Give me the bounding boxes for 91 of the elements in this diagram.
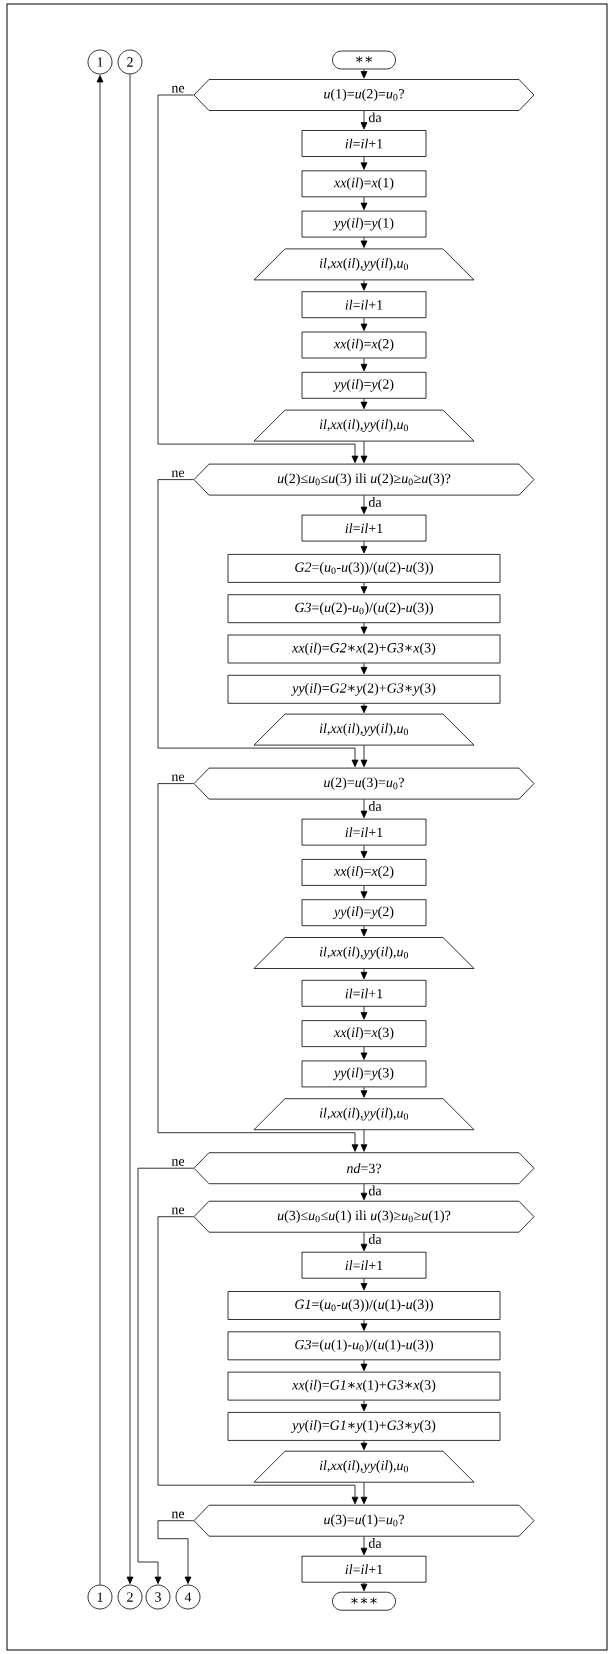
- arrow: [360, 196, 368, 211]
- arrow: [360, 885, 368, 899]
- arrow: [360, 1086, 368, 1098]
- arrow: [360, 1232, 368, 1252]
- arrow: [360, 582, 368, 594]
- arrow: [360, 622, 368, 634]
- arrow: [360, 1536, 368, 1556]
- decision-hexagon: u(2)=u(3)=u$_{0}$?: [193, 767, 535, 800]
- arrow: [360, 703, 368, 714]
- arrow: [157, 1520, 194, 1584]
- output-trapezoid: il,xx(il),yy(il),u$_{0}$: [253, 1450, 475, 1483]
- edge-label: ne: [170, 84, 186, 94]
- process-box: G1=(u$_{0}$-u(3))/(u(1)-u(3)): [227, 1291, 501, 1320]
- arrow: [157, 94, 359, 464]
- edge-label: ne: [170, 773, 186, 783]
- arrow: [360, 541, 368, 554]
- process-box: il=il+1: [301, 818, 427, 846]
- arrow: [360, 495, 368, 515]
- process-box: G3=(u(1)-u$_{0}$)/(u(1)-u(3)): [227, 1331, 501, 1361]
- arrow: [157, 479, 359, 768]
- arrow: [360, 968, 368, 980]
- process-box: il=il+1: [301, 979, 427, 1007]
- process-box: il=il+1: [301, 1251, 427, 1279]
- output-trapezoid: il,xx(il),yy(il),u$_{0}$: [253, 1098, 475, 1131]
- edge-label: da: [367, 800, 383, 812]
- arrow: [157, 783, 359, 1152]
- edge-label: da: [367, 1537, 383, 1549]
- arrow: [360, 1482, 368, 1505]
- arrow: [360, 745, 368, 768]
- edge-label: ne: [170, 1158, 186, 1167]
- process-box: xx(il)=x(2): [301, 859, 427, 886]
- process-box: xx(il)=x(3): [301, 1020, 427, 1047]
- arrow: [360, 925, 368, 937]
- decision-hexagon: u(3)≤u$_{0}$≤u(1) ili u(3)≥u$_{0}$≥u(1)?: [193, 1200, 535, 1233]
- process-box: il=il+1: [301, 291, 427, 319]
- decision-hexagon: u(1)=u(2)=u$_{0}$?: [193, 79, 535, 111]
- process-box: il=il+1: [301, 130, 427, 157]
- arrow: [360, 279, 368, 291]
- decision-hexagon: nd=3?: [193, 1152, 535, 1185]
- edge-label: da: [367, 1184, 383, 1197]
- arrow: [360, 317, 368, 331]
- edge-label: da: [367, 1233, 383, 1245]
- arrow: [360, 110, 368, 130]
- arrow: [360, 441, 368, 464]
- arrow: [360, 1582, 368, 1592]
- arrow: [360, 237, 368, 248]
- process-box: yy(il)=y(2): [301, 899, 427, 927]
- process-box: G3=(u(2)-u$_{0}$)/(u(2)-u(3)): [227, 594, 501, 624]
- process-box: il=il+1: [301, 1555, 427, 1583]
- arrow: [360, 156, 368, 170]
- arrow: [360, 398, 368, 410]
- edge-label: ne: [170, 1206, 186, 1216]
- arrow: [360, 1183, 368, 1201]
- output-trapezoid: il,xx(il),yy(il),u$_{0}$: [253, 409, 475, 442]
- process-box: xx(il)=G1∗x(1)+G3∗x(3): [227, 1371, 501, 1401]
- arrow: [360, 845, 368, 859]
- process-box: yy(il)=y(1): [301, 210, 427, 238]
- process-box: il=il+1: [301, 514, 427, 542]
- edge-label: ne: [170, 1510, 186, 1520]
- output-trapezoid: il,xx(il),yy(il),u$_{0}$: [253, 937, 475, 969]
- arrow: [360, 1006, 368, 1020]
- process-box: xx(il)=x(1): [301, 170, 427, 198]
- arrow: [157, 1216, 359, 1505]
- edge-label: ne: [170, 469, 186, 479]
- arrow: [360, 1046, 368, 1060]
- arrow: [96, 75, 104, 1585]
- process-box: yy(il)=y(3): [301, 1060, 427, 1088]
- arrow: [360, 1359, 368, 1372]
- decision-hexagon: u(2)≤u$_{0}$≤u(3) ili u(2)≥u$_{0}$≥u(3)?: [193, 463, 535, 496]
- arrow: [360, 69, 368, 79]
- arrow: [360, 1440, 368, 1451]
- arrow: [360, 1278, 368, 1291]
- arrow: [126, 74, 134, 1584]
- process-box: yy(il)=G2∗y(2)+G3∗y(3): [227, 674, 501, 704]
- edge-label: da: [367, 496, 383, 508]
- output-trapezoid: il,xx(il),yy(il),u$_{0}$: [253, 248, 475, 281]
- arrow: [360, 1129, 368, 1152]
- arrow: [137, 1167, 194, 1584]
- edge-label: da: [367, 111, 383, 124]
- arrow: [360, 1400, 368, 1412]
- decision-hexagon: u(3)=u(1)=u$_{0}$?: [193, 1504, 535, 1537]
- arrow: [360, 1319, 368, 1331]
- arrow: [360, 358, 368, 372]
- arrow: [360, 799, 368, 819]
- arrow: [360, 663, 368, 675]
- process-box: yy(il)=y(2): [301, 371, 427, 399]
- output-trapezoid: il,xx(il),yy(il),u$_{0}$: [253, 713, 475, 746]
- process-box: yy(il)=G1∗y(1)+G3∗y(3): [227, 1412, 501, 1441]
- process-box: G2=(u$_{0}$-u(3))/(u(2)-u(3)): [227, 554, 501, 583]
- process-box: xx(il)=x(2): [301, 331, 427, 359]
- process-box: xx(il)=G2∗x(2)+G3∗x(3): [227, 634, 501, 664]
